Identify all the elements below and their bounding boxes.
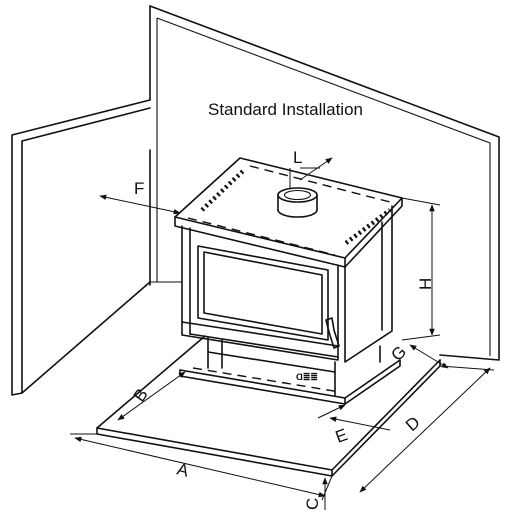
side-wall — [11, 99, 182, 396]
back-wall — [149, 5, 500, 361]
dimension-lines — [70, 157, 495, 510]
label-g: G — [387, 342, 410, 365]
svg-text:Ɑ≣≣: Ɑ≣≣ — [296, 372, 318, 382]
label-c: C — [303, 498, 322, 510]
label-d: D — [402, 413, 424, 435]
label-h: H — [416, 278, 435, 290]
label-b: B — [130, 385, 152, 405]
label-f: F — [134, 179, 144, 198]
label-l: L — [293, 148, 302, 167]
stove-body — [174, 157, 403, 363]
label-e: E — [333, 425, 350, 447]
stove-base: Ɑ≣≣ — [179, 337, 401, 405]
diagram-title: Standard Installation — [208, 100, 363, 119]
label-a: A — [175, 459, 191, 480]
